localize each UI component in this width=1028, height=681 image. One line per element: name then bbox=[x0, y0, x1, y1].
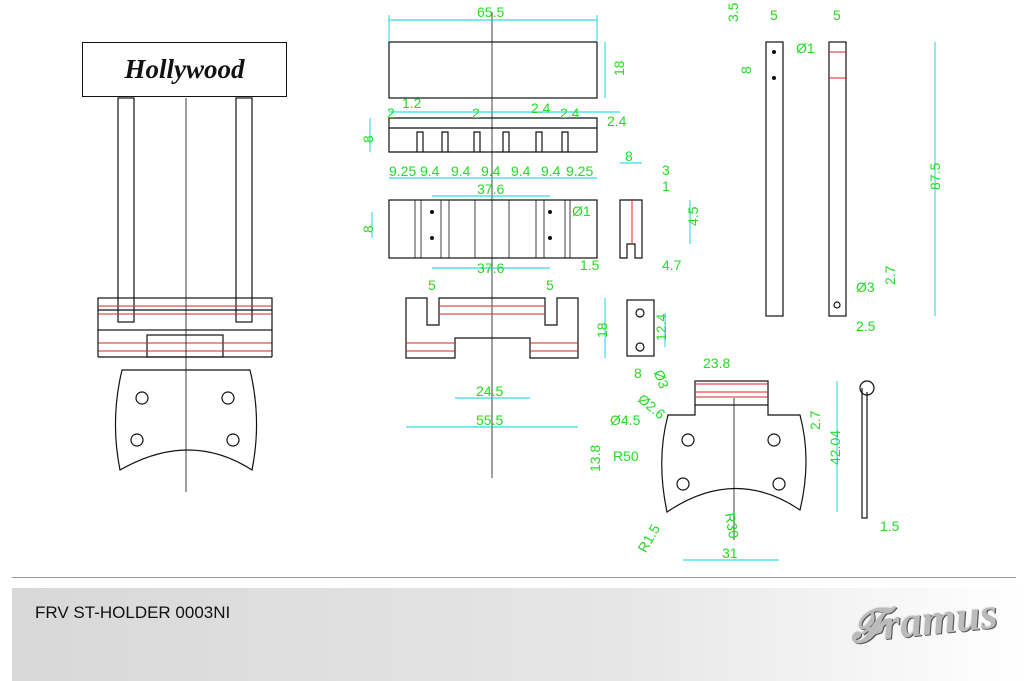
dimension-label: 12.4 bbox=[653, 314, 669, 341]
dimension-label: 1.5 bbox=[880, 518, 900, 534]
dimension-label: 9.4 bbox=[451, 163, 471, 179]
dimension-label: 65.5 bbox=[477, 4, 504, 20]
dimension-label: 9.4 bbox=[541, 163, 561, 179]
dimension-label: R1.5 bbox=[634, 521, 663, 555]
dimension-label: Ø1 bbox=[572, 203, 591, 219]
dimension-label: 8 bbox=[360, 135, 376, 143]
dimension-label: 1.5 bbox=[580, 257, 600, 273]
plate-detail: 23.8 Ø2.6 Ø4.5 13.8 R50 2.7 42.04 R1.5 R… bbox=[587, 355, 900, 561]
dimension-label: 5 bbox=[833, 7, 841, 23]
dimension-label: 2.5 bbox=[856, 318, 876, 334]
dimension-label: 5 bbox=[546, 277, 554, 293]
dimension-label: 9.4 bbox=[481, 163, 501, 179]
dimension-label: 2.4 bbox=[607, 113, 627, 129]
comb-view: 8 2 1.2 2 2.4 2.4 2.4 9.25 9.4 9.4 9.4 9… bbox=[360, 95, 627, 179]
dimension-label: 3.5 bbox=[725, 2, 741, 22]
dimension-label: R50 bbox=[613, 448, 639, 464]
assembly-view bbox=[97, 97, 273, 492]
small-block: 12.4 8 Ø3 bbox=[626, 299, 672, 391]
title-block bbox=[12, 588, 1028, 681]
dimension-label: 2.7 bbox=[882, 265, 898, 285]
dimension-label: 55.5 bbox=[476, 412, 503, 428]
dimension-label: 2.4 bbox=[560, 105, 580, 121]
dimension-label: 9.25 bbox=[566, 163, 593, 179]
dimension-label: 18 bbox=[611, 60, 627, 76]
dimension-label: 4.7 bbox=[662, 257, 682, 273]
dimension-label: 13.8 bbox=[587, 445, 603, 472]
dimension-label: 18 bbox=[594, 322, 610, 338]
dimension-label: Ø3 bbox=[651, 368, 672, 391]
dimension-label: 2.7 bbox=[807, 410, 823, 430]
dimension-label: 1.2 bbox=[402, 95, 422, 111]
dimension-label: 9.4 bbox=[420, 163, 440, 179]
side-view: 8 3 1 4.5 1.5 4.7 bbox=[580, 148, 701, 273]
dimension-label: 5 bbox=[770, 7, 778, 23]
dimension-label: R30 bbox=[722, 511, 742, 539]
dimension-label: 3 bbox=[662, 162, 670, 178]
dimension-label: 1 bbox=[662, 178, 670, 194]
dimension-label: 37.6 bbox=[477, 181, 504, 197]
screw-hole-icons bbox=[130, 391, 240, 447]
dimension-label: Ø1 bbox=[796, 40, 815, 56]
dimension-label: Ø4.5 bbox=[610, 412, 641, 428]
dimension-label: 8 bbox=[738, 66, 754, 74]
dimension-label: 37.6 bbox=[477, 260, 504, 276]
dimension-label: 42.04 bbox=[827, 430, 843, 465]
dimension-label: 31 bbox=[722, 545, 738, 561]
lower-view: 5 5 18 24.5 55.5 bbox=[405, 277, 610, 428]
dimension-label: 24.5 bbox=[476, 383, 503, 399]
dimension-label: 87.5 bbox=[927, 163, 943, 190]
dimension-label: 23.8 bbox=[703, 355, 730, 371]
dimension-label: 8 bbox=[360, 225, 376, 233]
footer-divider bbox=[12, 577, 1016, 578]
front-view: 37.6 8 Ø1 37.6 bbox=[360, 181, 598, 276]
hollywood-sign: Hollywood bbox=[82, 42, 287, 97]
dimension-label: 8 bbox=[634, 365, 642, 381]
dimension-label: 9.4 bbox=[511, 163, 531, 179]
drawing-title: FRV ST-HOLDER 0003NI bbox=[35, 603, 231, 622]
dimension-label: 2 bbox=[472, 105, 480, 121]
dimension-label: 8 bbox=[625, 148, 633, 164]
dimension-label: 2.4 bbox=[531, 100, 551, 116]
dimension-label: 9.25 bbox=[389, 163, 416, 179]
dimension-label: 5 bbox=[428, 277, 436, 293]
dimension-label: 2 bbox=[387, 105, 395, 121]
dimension-label: 4.5 bbox=[685, 206, 701, 226]
bar-views: 3.5 5 5 Ø1 8 87.5 Ø3 2.7 2.5 bbox=[725, 2, 943, 334]
top-view: 65.5 18 bbox=[388, 4, 627, 478]
dimension-label: Ø3 bbox=[856, 279, 875, 295]
